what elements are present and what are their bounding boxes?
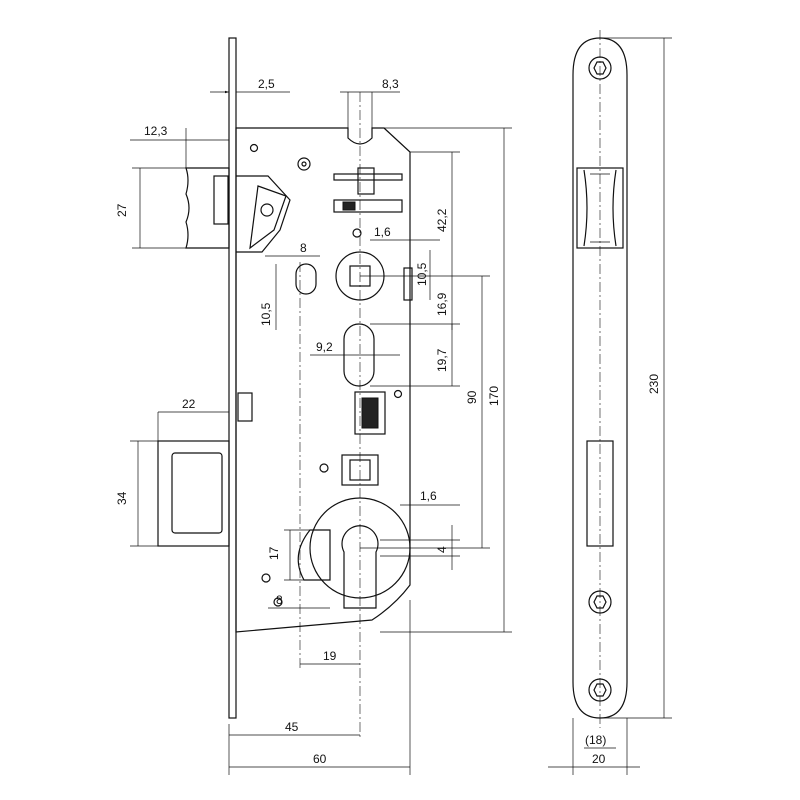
- dim-8-top: 8: [300, 241, 307, 255]
- square-mechanism: [319, 391, 386, 486]
- dim-18: (18): [585, 733, 606, 747]
- center-lines-left: [299, 92, 361, 740]
- dim-22: 22: [182, 397, 196, 411]
- dimension-lines: [130, 85, 512, 775]
- dim-8-bottom: 8: [276, 593, 283, 607]
- elongated-slot: [343, 323, 403, 399]
- plate-screws: [588, 56, 612, 702]
- dim-20: 20: [592, 752, 606, 766]
- dim-230: 230: [647, 374, 661, 394]
- plate-labels: 230 (18) 20: [585, 374, 661, 766]
- dim-17: 17: [267, 546, 281, 560]
- dim-60: 60: [313, 752, 327, 766]
- dim-42-2: 42,2: [435, 208, 449, 232]
- dim-2-5: 2,5: [258, 77, 275, 91]
- dim-10-5-right: 10,5: [415, 262, 429, 286]
- plate-latch-opening: [576, 167, 624, 249]
- dim-170: 170: [487, 386, 501, 406]
- deadbolt: [157, 392, 253, 547]
- dim-10-5-left: 10,5: [259, 302, 273, 326]
- dim-19: 19: [323, 649, 337, 663]
- dim-16-9: 16,9: [435, 292, 449, 316]
- cylinder-cam: [261, 497, 411, 609]
- dim-34: 34: [115, 491, 129, 505]
- plate-bolt-opening: [586, 440, 614, 547]
- dimension-labels: 2,5 8,3 12,3 27 42,2 1,6 8 10,5 10,5 16,…: [115, 77, 501, 766]
- dim-4: 4: [435, 546, 449, 553]
- dim-9-2: 9,2: [316, 340, 333, 354]
- plate-dimensions: [548, 37, 672, 775]
- dim-27: 27: [115, 203, 129, 217]
- dim-1-6-top: 1,6: [374, 225, 391, 239]
- dim-12-3: 12,3: [144, 124, 168, 138]
- front-plate: [572, 30, 628, 728]
- case-details-top: [249, 143, 403, 238]
- faceplate-side: [228, 37, 237, 719]
- dim-8-3: 8,3: [382, 77, 399, 91]
- latch-bolt: [185, 167, 291, 253]
- dim-1-6-bottom: 1,6: [420, 489, 437, 503]
- dim-19-7: 19,7: [435, 348, 449, 372]
- lock-case: [235, 127, 411, 633]
- dim-45: 45: [285, 720, 299, 734]
- dim-90: 90: [465, 390, 479, 404]
